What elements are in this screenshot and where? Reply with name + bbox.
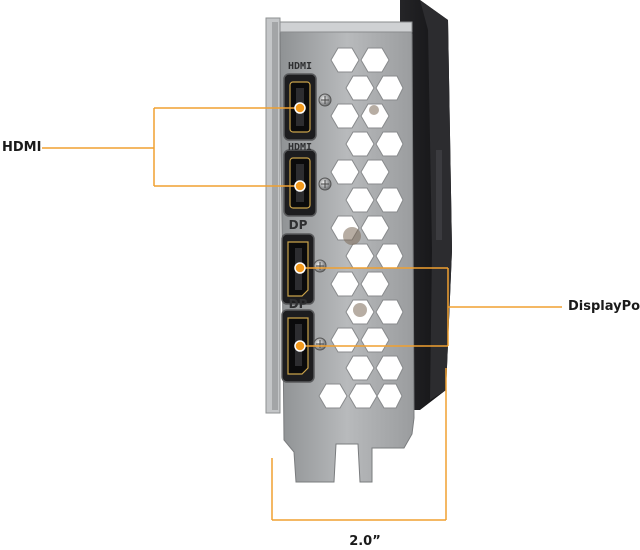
- displayport-port-1-marker: [294, 262, 306, 274]
- fan-shadow: [343, 105, 379, 317]
- screw-icon: [318, 177, 332, 191]
- hdmi-leader-lines: [42, 107, 300, 187]
- displayport-callout-label: DisplayPort: [568, 299, 640, 314]
- width-dimension-label: 2.0”: [349, 534, 381, 549]
- displayport-leader-lines: [300, 267, 562, 347]
- port-label-hdmi-top: HDMI: [288, 61, 312, 72]
- port-label-dp-bottom: DP: [289, 297, 308, 311]
- hdmi-port-1-marker: [294, 102, 306, 114]
- bracket-flange-shadow: [272, 22, 278, 410]
- displayport-port-2-marker: [294, 340, 306, 352]
- port-label-dp-top: DP: [289, 218, 308, 232]
- screw-icon: [318, 93, 332, 107]
- shroud-accent: [436, 150, 442, 240]
- vent-grid: [318, 47, 404, 409]
- port-label-hdmi-bottom: HDMI: [288, 142, 312, 153]
- screw-icon: [313, 337, 327, 351]
- hdmi-callout-label: HDMI: [2, 140, 42, 155]
- width-dimension-lines: [271, 368, 447, 521]
- hdmi-port-2-marker: [294, 180, 306, 192]
- bracket-top-lip: [279, 21, 413, 33]
- screw-icon: [313, 259, 327, 273]
